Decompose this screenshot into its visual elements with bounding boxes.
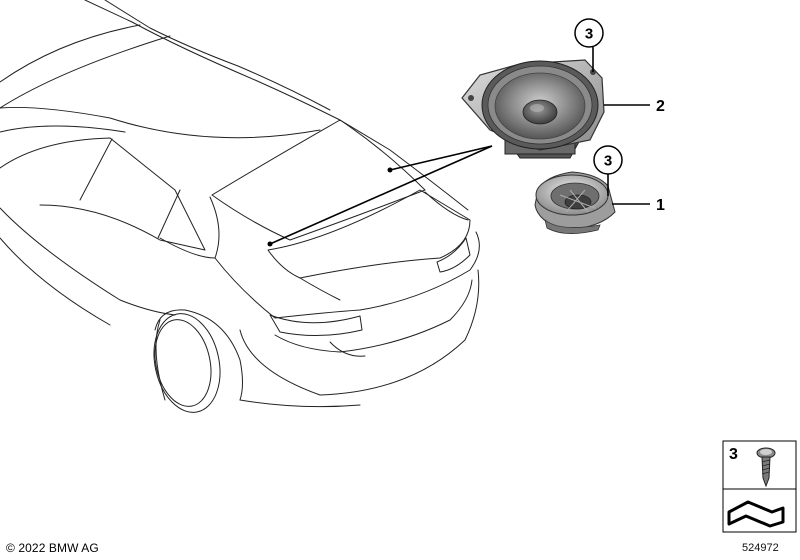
- callout-number: 3: [604, 153, 612, 170]
- callout-number: 3: [585, 26, 593, 43]
- legend-box: 3: [722, 440, 797, 533]
- install-point-1: [267, 241, 273, 247]
- copyright-text: © 2022 BMW AG: [6, 541, 99, 555]
- car-outline-icon: [0, 0, 480, 413]
- tweeter-icon: [534, 171, 616, 234]
- install-point-2: [387, 167, 393, 173]
- callout-2[interactable]: 2: [604, 98, 665, 115]
- callout-number: 2: [656, 98, 665, 115]
- callout-number: 1: [656, 197, 665, 214]
- callout-3-woofer[interactable]: 3: [574, 18, 604, 72]
- callout-3-tweeter[interactable]: 3: [593, 145, 623, 196]
- speaker-icon: [461, 59, 605, 159]
- legend-screw-number: 3: [729, 446, 738, 463]
- bend-arrow-icon: [727, 500, 785, 528]
- install-leader-lines: [267, 145, 493, 247]
- callout-1[interactable]: 1: [612, 197, 665, 214]
- screw-icon: [756, 447, 776, 488]
- diagram-number: 524972: [742, 542, 779, 554]
